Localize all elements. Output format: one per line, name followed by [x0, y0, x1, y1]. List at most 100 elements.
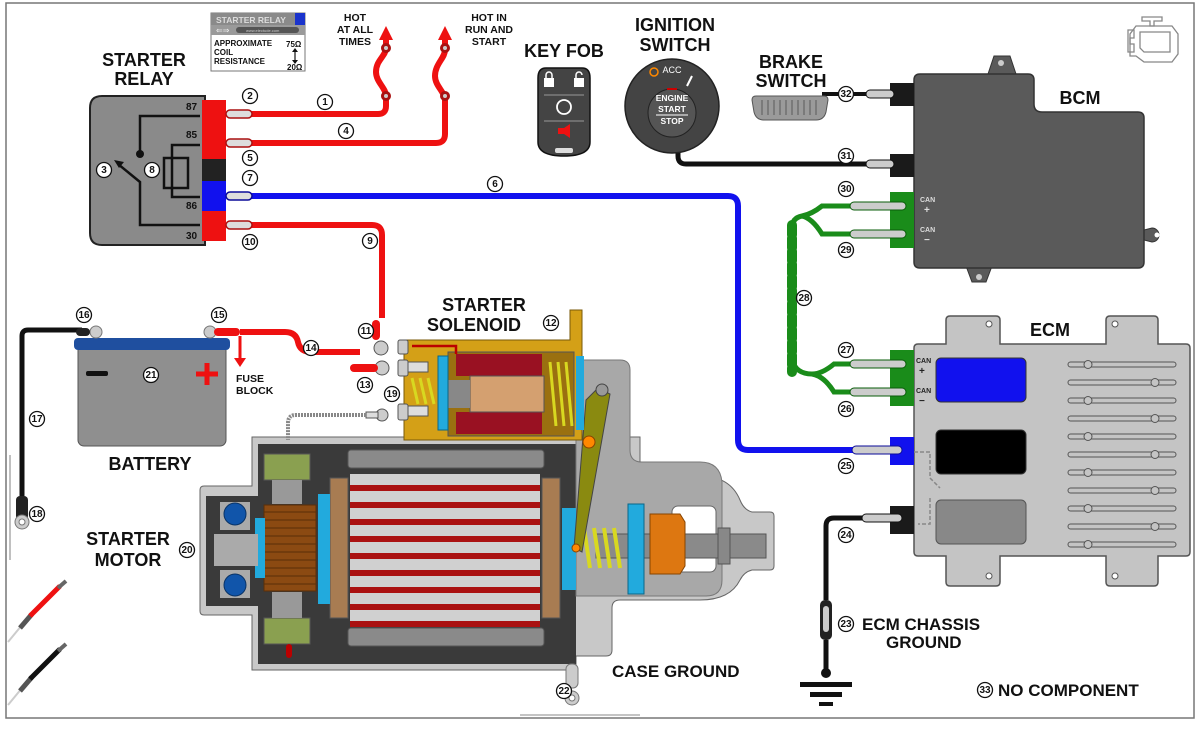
- callout-5[interactable]: 5: [241, 149, 259, 167]
- callout-27[interactable]: 27: [837, 341, 855, 359]
- callout-29[interactable]: 29: [837, 241, 855, 259]
- callout-number: 17: [31, 414, 43, 425]
- lock-icon[interactable]: [544, 71, 554, 87]
- callout-21[interactable]: 21: [142, 366, 160, 384]
- armature-winding: [350, 553, 540, 559]
- callout-8[interactable]: 8: [143, 161, 161, 179]
- fuse-block-label-2: BLOCK: [236, 385, 274, 397]
- fin-knob: [1083, 540, 1093, 549]
- relay-card-line2: COIL: [214, 48, 233, 57]
- relay-pin-87: 87: [186, 102, 198, 113]
- armature-bar: [350, 542, 540, 553]
- check-engine-icon[interactable]: [1127, 16, 1179, 63]
- wire-6-trigger[interactable]: [250, 193, 860, 453]
- starter-solenoid[interactable]: [286, 309, 584, 441]
- callout-number: 10: [244, 237, 256, 248]
- commutator: [264, 511, 316, 585]
- start-label: START: [658, 104, 687, 114]
- callout-number: 8: [149, 165, 155, 176]
- callout-22[interactable]: 22: [555, 682, 573, 700]
- wire-24-ecm-ground[interactable]: [823, 515, 870, 600]
- chassis-ground-terminal[interactable]: [14, 496, 30, 530]
- arrows-icon: ⇐⇒: [216, 26, 230, 35]
- armature-bar: [350, 559, 540, 570]
- callout-2[interactable]: 2: [241, 87, 259, 105]
- black-test-probe[interactable]: [7, 642, 68, 706]
- fin-knob: [1150, 414, 1160, 423]
- callout-16[interactable]: 16: [75, 306, 93, 324]
- callout-33[interactable]: 33: [976, 681, 994, 699]
- unlock-icon[interactable]: [574, 71, 584, 87]
- wire-31-ignition[interactable]: [675, 148, 870, 167]
- armature-winding: [350, 485, 540, 491]
- fin-knob: [1083, 432, 1093, 441]
- bcm-connectors[interactable]: CAN + CAN −: [849, 83, 935, 248]
- callout-1[interactable]: 1: [316, 93, 334, 111]
- red-test-probe[interactable]: [7, 579, 68, 643]
- bcm-module[interactable]: [913, 55, 1160, 283]
- battery[interactable]: [74, 325, 230, 447]
- starter-solenoid-label-1: STARTER: [442, 295, 526, 315]
- arrow-up-icon: [379, 26, 393, 40]
- ecm-cooling-fins: [1067, 360, 1177, 549]
- wire-17-ground-cable[interactable]: [19, 327, 82, 500]
- ecm-label: ECM: [1030, 320, 1070, 340]
- remote-start-icon[interactable]: [556, 99, 572, 115]
- bcm-minus-sign: −: [924, 235, 930, 246]
- relay-info-card[interactable]: STARTER RELAY ⇐⇒ www.electude.com APPROX…: [210, 12, 306, 72]
- callout-17[interactable]: 17: [28, 410, 46, 428]
- callout-7[interactable]: 7: [241, 169, 259, 187]
- ground-symbol-icon: [800, 682, 852, 687]
- wire-1-power[interactable]: [250, 34, 389, 117]
- cooling-fin: [1067, 469, 1177, 476]
- ecm-module[interactable]: [902, 315, 1191, 587]
- callout-4[interactable]: 4: [337, 122, 355, 140]
- wire-9-power[interactable]: [250, 222, 385, 318]
- callout-13[interactable]: 13: [356, 376, 374, 394]
- callout-9[interactable]: 9: [361, 232, 379, 250]
- ecm-connectors[interactable]: CAN + CAN −: [849, 350, 931, 534]
- callout-6[interactable]: 6: [486, 175, 504, 193]
- callout-11[interactable]: 11: [357, 322, 375, 340]
- fin-knob: [1083, 360, 1093, 369]
- callout-32[interactable]: 32: [837, 85, 855, 103]
- callout-3[interactable]: 3: [95, 161, 113, 179]
- wire-28-can-bus[interactable]: [787, 203, 870, 395]
- callout-12[interactable]: 12: [542, 314, 560, 332]
- ecm-chassis-ground-label-1: ECM CHASSIS: [862, 615, 980, 634]
- callout-31[interactable]: 31: [837, 147, 855, 165]
- callout-10[interactable]: 10: [241, 233, 259, 251]
- armature-bar: [350, 508, 540, 519]
- ignition-switch[interactable]: ACC ENGINE START STOP: [624, 58, 720, 154]
- positive-terminal-icon: [196, 363, 218, 385]
- callout-23[interactable]: 23: [837, 615, 855, 633]
- callout-26[interactable]: 26: [837, 400, 855, 418]
- callout-14[interactable]: 14: [302, 339, 320, 357]
- callout-24[interactable]: 24: [837, 526, 855, 544]
- callout-18[interactable]: 18: [28, 505, 46, 523]
- key-fob[interactable]: [537, 67, 591, 157]
- panic-alarm-icon[interactable]: [558, 124, 570, 138]
- relay-card-url: www.electude.com: [246, 28, 280, 33]
- callout-number: 19: [386, 389, 398, 400]
- callout-number: 12: [545, 318, 557, 329]
- relay-card-max: 75Ω: [286, 40, 302, 49]
- wire-4-power[interactable]: [250, 34, 448, 146]
- callout-28[interactable]: 28: [795, 289, 813, 307]
- ecm-chassis-ground[interactable]: [800, 600, 852, 706]
- callout-30[interactable]: 30: [837, 180, 855, 198]
- cooling-fin: [1067, 433, 1177, 440]
- callout-19[interactable]: 19: [383, 385, 401, 403]
- armature-bar: [350, 593, 540, 604]
- starter-motor[interactable]: [199, 359, 775, 716]
- armature-winding: [350, 604, 540, 610]
- ecm-ground-port: [935, 499, 1027, 545]
- ecm-ignition-port: [935, 429, 1027, 475]
- brake-pedal[interactable]: [751, 95, 829, 121]
- callout-20[interactable]: 20: [178, 541, 196, 559]
- callout-number: 18: [31, 509, 43, 520]
- callout-25[interactable]: 25: [837, 457, 855, 475]
- callout-number: 23: [840, 619, 852, 630]
- callout-15[interactable]: 15: [210, 306, 228, 324]
- armature-winding: [350, 519, 540, 525]
